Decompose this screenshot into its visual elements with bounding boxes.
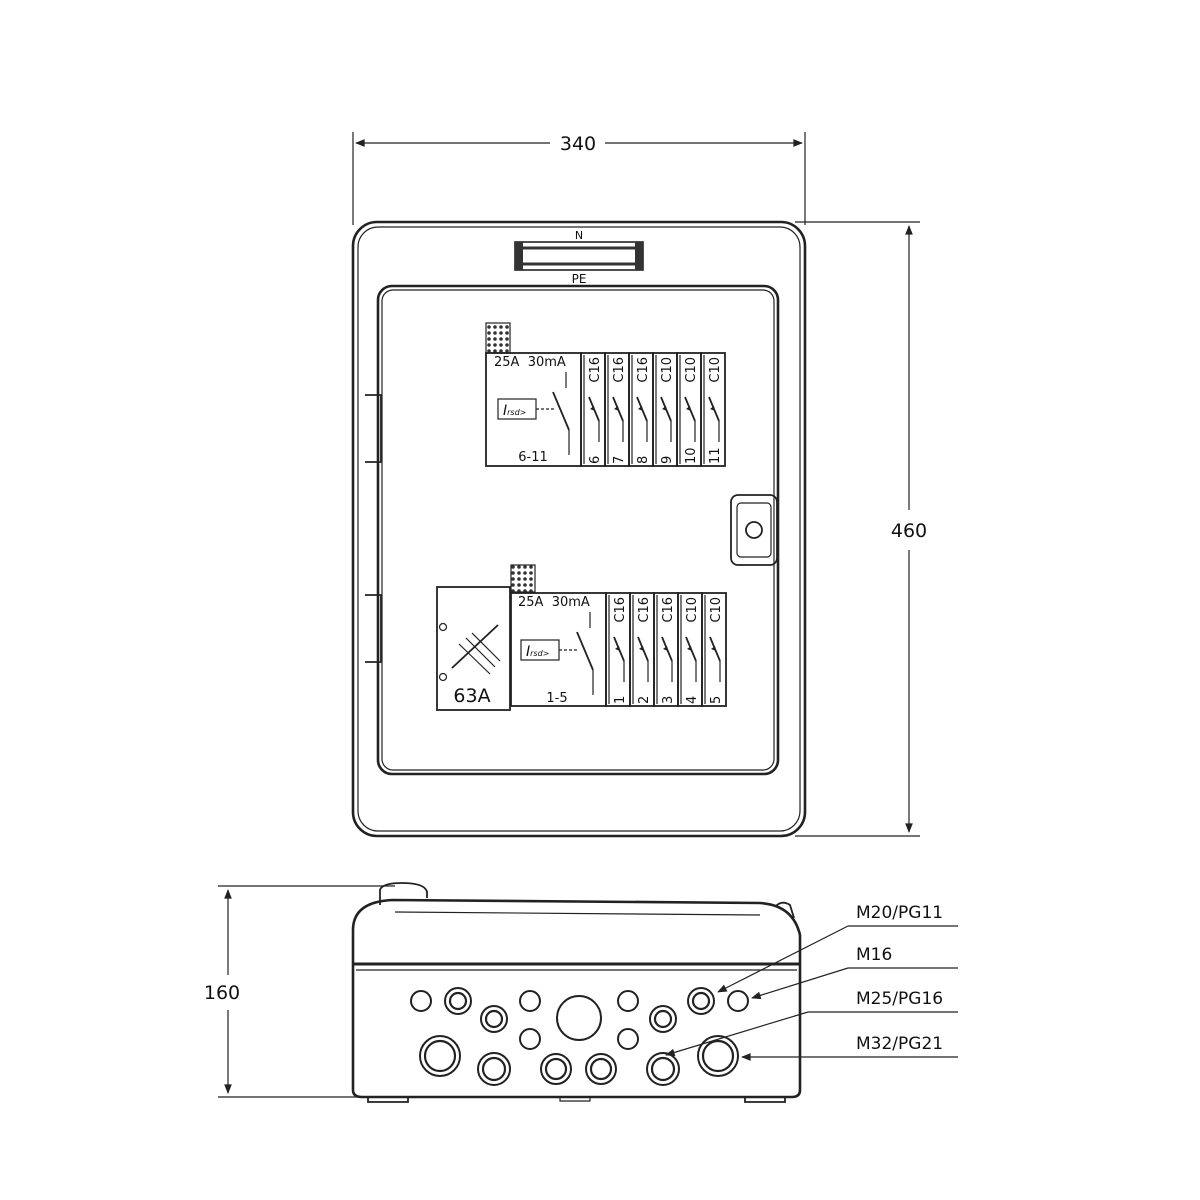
breaker-number: 2 <box>637 696 652 704</box>
depth-dimension-label: 160 <box>204 982 240 1004</box>
lower-breakers: C16 1 C16 2 C16 3 C10 4 C10 5 <box>605 592 727 707</box>
cable-gland-hole <box>687 987 715 1015</box>
breaker-number: 4 <box>685 696 700 704</box>
cable-gland-hole <box>540 1053 572 1085</box>
height-dimension: 460 <box>795 221 927 837</box>
breaker-rating: C10 <box>660 357 675 383</box>
breaker-rating: C16 <box>636 357 651 383</box>
callout-m25: M25/PG16 <box>856 989 943 1009</box>
breaker-module[interactable]: C16 7 <box>604 352 630 467</box>
upper-breakers: C16 6 C16 7 C16 8 C10 9 C10 10 C10 11 <box>580 352 726 467</box>
breaker-rating: C16 <box>637 597 652 623</box>
cable-gland-hole <box>617 990 639 1012</box>
gland-callouts: M20/PG11 M16 M25/PG16 M32/PG21 <box>665 903 958 1061</box>
breaker-rating: C16 <box>613 597 628 623</box>
busbar: N PE <box>514 229 644 286</box>
breaker-module[interactable]: C10 10 <box>676 352 702 467</box>
breaker-number: 1 <box>613 696 628 704</box>
upper-rcd-rating: 25A 30mA <box>494 355 566 370</box>
cable-gland-hole <box>649 1005 677 1033</box>
busbar-n-label: N <box>575 229 583 242</box>
cable-glands <box>410 987 749 1086</box>
breaker-number: 8 <box>636 456 651 464</box>
breaker-number: 5 <box>709 696 724 704</box>
callout-m16: M16 <box>856 945 892 965</box>
main-switch[interactable]: 63A <box>436 586 511 711</box>
breaker-module[interactable]: C10 11 <box>700 352 726 467</box>
cable-gland-hole <box>556 995 602 1041</box>
breaker-rating: C16 <box>612 357 627 383</box>
lower-rcd-symbol: Irsd> <box>526 644 549 660</box>
breaker-rating: C10 <box>685 597 700 623</box>
breaker-module[interactable]: C16 2 <box>629 592 655 707</box>
bottom-view <box>351 882 802 1103</box>
callout-m32: M32/PG21 <box>856 1034 943 1054</box>
cable-gland-hole <box>697 1035 739 1077</box>
upper-terminal-block-icon <box>485 322 511 354</box>
breaker-number: 3 <box>661 696 676 704</box>
breaker-module[interactable]: C10 9 <box>652 352 678 467</box>
breaker-module[interactable]: C10 5 <box>701 592 727 707</box>
front-view: N PE 25A 30mA Irsd> 6-11 <box>351 220 807 838</box>
lower-breaker-row: 63A 25A 30mA Irsd> 1-5 C161C162C163C104C… <box>436 564 727 711</box>
breaker-rating: C10 <box>684 357 699 383</box>
breaker-number: 11 <box>708 447 723 464</box>
breaker-module[interactable]: C16 6 <box>580 352 606 467</box>
cable-gland-hole <box>617 1028 639 1050</box>
breaker-module[interactable]: C16 1 <box>605 592 631 707</box>
cable-gland-hole <box>646 1052 680 1086</box>
cable-gland-hole <box>585 1053 617 1085</box>
main-switch-rating: 63A <box>453 685 490 707</box>
cable-gland-hole <box>727 990 749 1012</box>
breaker-rating: C10 <box>709 597 724 623</box>
breaker-rating: C10 <box>708 357 723 383</box>
lower-rcd-range: 1-5 <box>546 691 567 706</box>
upper-rcd-range: 6-11 <box>518 450 548 465</box>
busbar-pe-label: PE <box>572 272 587 286</box>
door-lock-icon[interactable] <box>730 494 778 566</box>
cable-gland-hole <box>419 1035 461 1077</box>
cable-gland-hole <box>410 990 432 1012</box>
callout-m20: M20/PG11 <box>856 903 943 923</box>
upper-rcd: 25A 30mA Irsd> 6-11 <box>485 352 582 467</box>
lower-rcd: 25A 30mA Irsd> 1-5 <box>510 592 607 707</box>
breaker-module[interactable]: C16 8 <box>628 352 654 467</box>
cable-gland-hole <box>480 1005 508 1033</box>
cable-gland-hole <box>444 987 472 1015</box>
width-dimension: 340 <box>352 132 806 225</box>
breaker-number: 10 <box>684 447 699 464</box>
upper-breaker-row: 25A 30mA Irsd> 6-11 C16 6 C16 7 C16 8 C10 9 C10 1… <box>485 322 726 467</box>
breaker-rating: C16 <box>661 597 676 623</box>
breaker-number: 7 <box>612 456 627 464</box>
height-dimension-label: 460 <box>891 520 927 542</box>
cable-gland-hole <box>519 990 541 1012</box>
breaker-module[interactable]: C10 4 <box>677 592 703 707</box>
depth-dimension: 160 <box>204 885 395 1098</box>
breaker-number: 6 <box>588 456 603 464</box>
breaker-number: 9 <box>660 456 675 464</box>
upper-rcd-symbol: Irsd> <box>503 403 526 419</box>
breaker-module[interactable]: C16 3 <box>653 592 679 707</box>
cable-gland-hole <box>519 1028 541 1050</box>
breaker-rating: C16 <box>588 357 603 383</box>
lower-terminal-block-icon <box>510 564 536 593</box>
cable-gland-hole <box>477 1052 511 1086</box>
lower-rcd-rating: 25A 30mA <box>518 595 590 610</box>
width-dimension-label: 340 <box>560 133 596 155</box>
